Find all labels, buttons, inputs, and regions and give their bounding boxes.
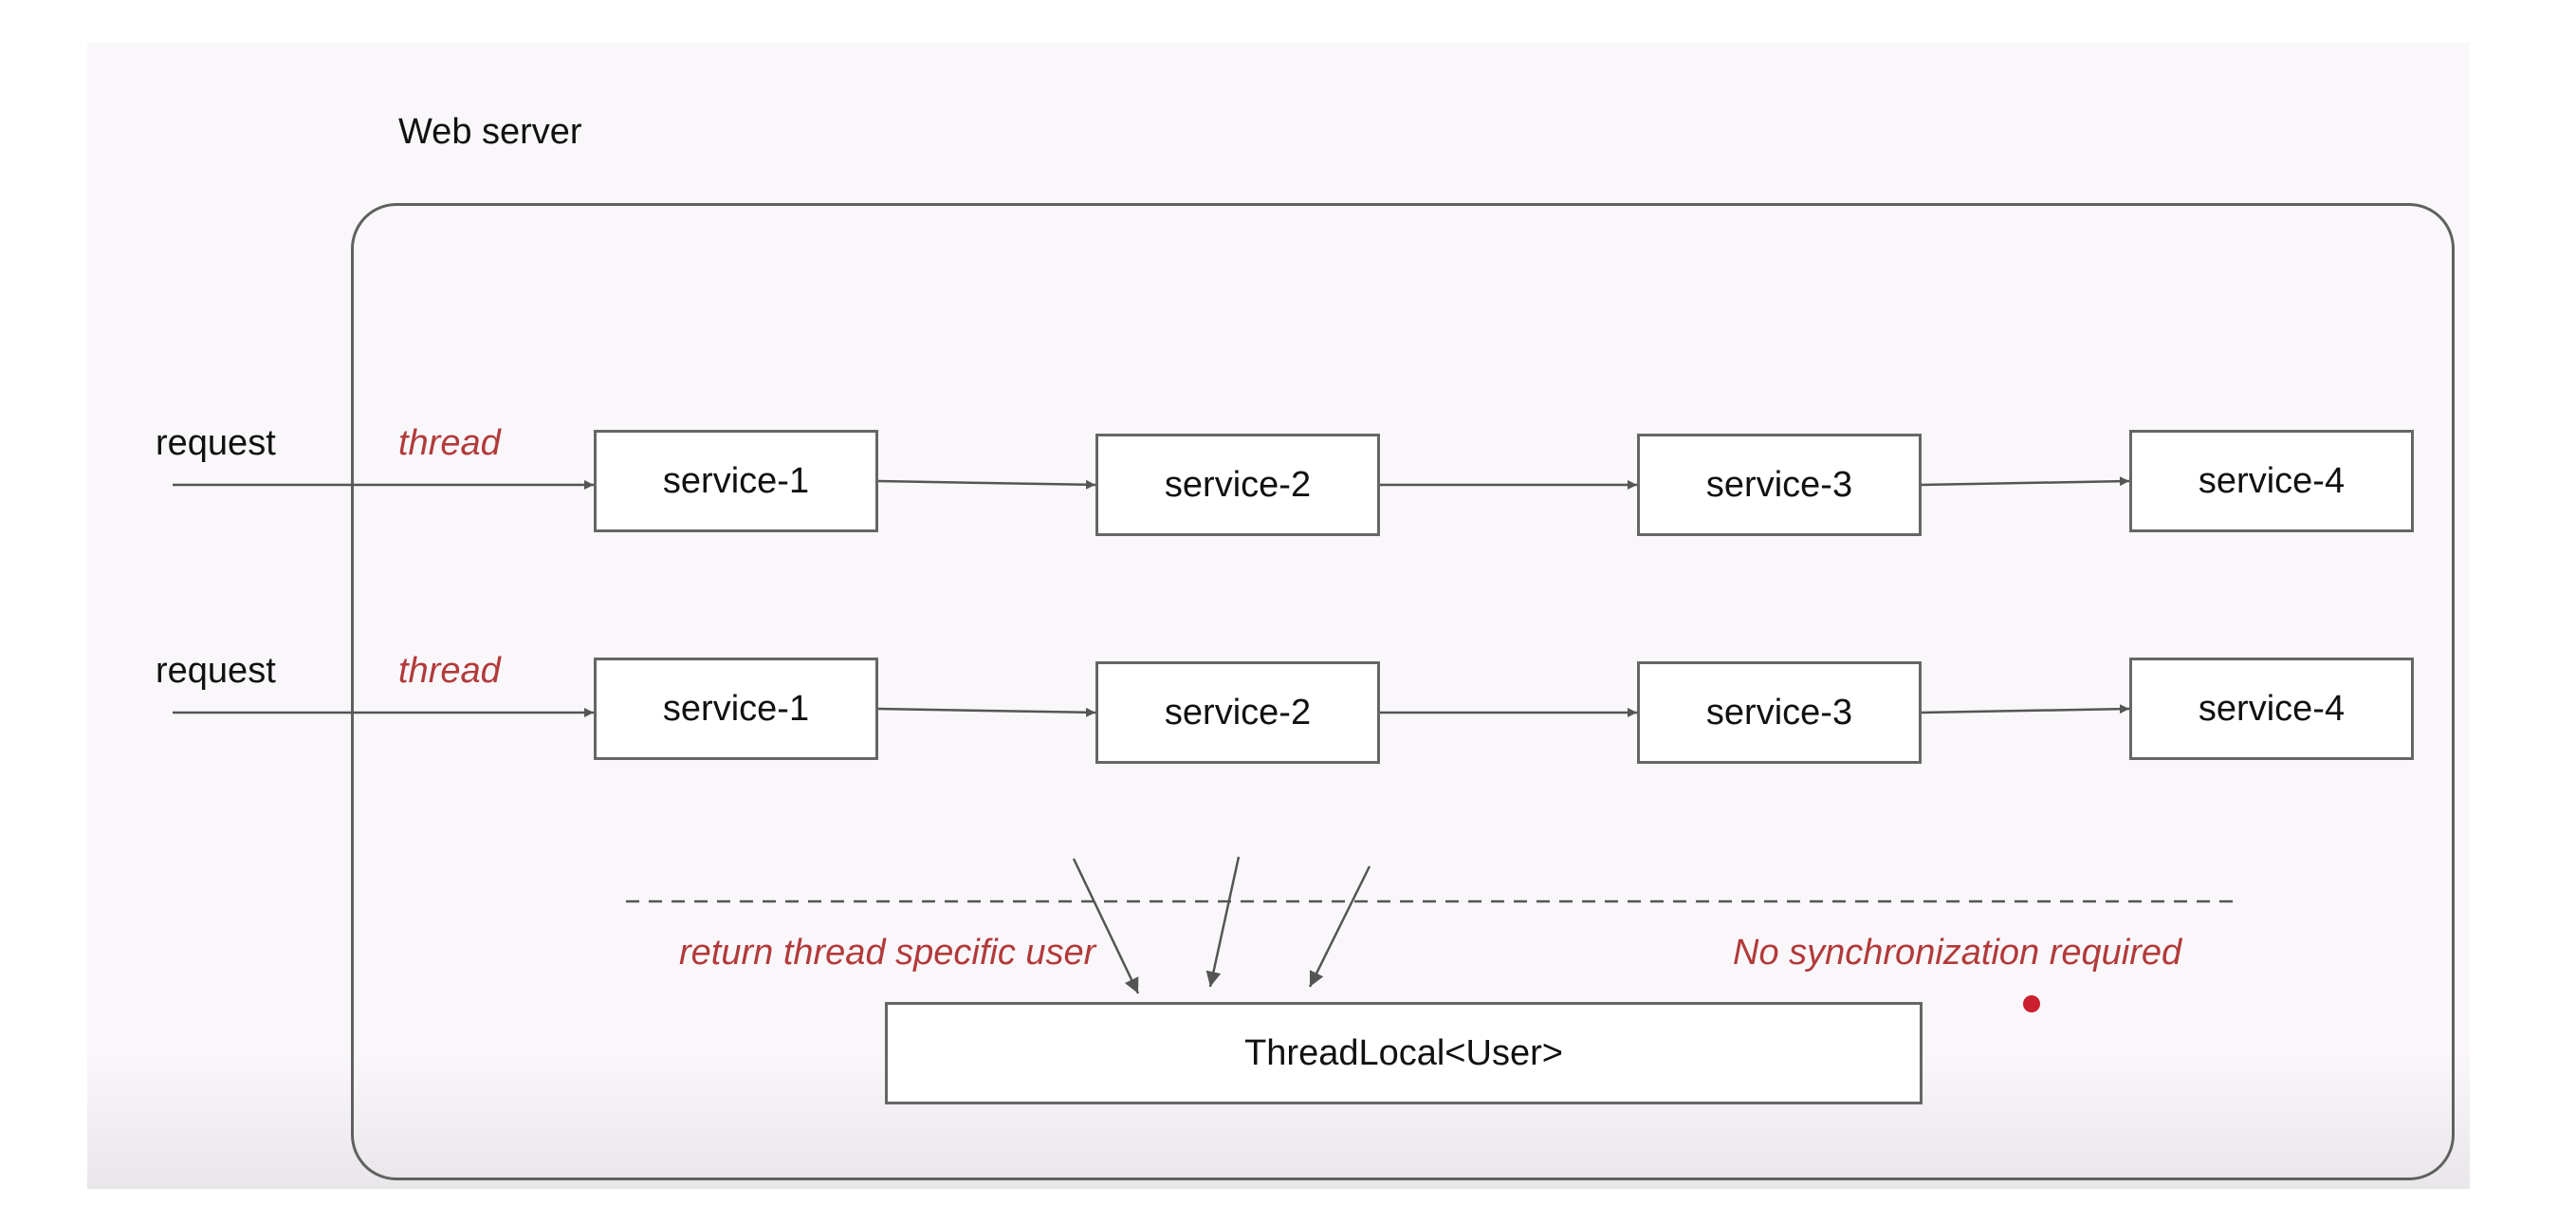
arrow-to-threadlocal-1 (1072, 858, 1140, 994)
service-2-box-row-1: service-2 (1095, 434, 1380, 536)
arrow-service-1-to-service-2-row-1 (877, 479, 1096, 490)
web-server-container (351, 203, 2455, 1180)
pointer-dot (2023, 995, 2040, 1012)
service-2-box-row-2: service-2 (1095, 661, 1380, 764)
annotation-no-synchronization: No synchronization required (1733, 933, 2182, 973)
annotation-return-thread-specific-user: return thread specific user (679, 933, 1096, 973)
thread-label-row-2: thread (398, 651, 501, 691)
request-label-row-1: request (156, 423, 276, 463)
thread-label-row-1: thread (398, 423, 501, 463)
service-3-box-row-2: service-3 (1637, 661, 1922, 764)
service-1-box-row-2: service-1 (594, 658, 878, 760)
diagram-title: Web server (398, 112, 582, 152)
arrow-to-threadlocal-2 (1205, 856, 1241, 988)
service-1-box-row-1: service-1 (594, 430, 878, 532)
arrow-service-1-to-service-2-row-2 (877, 707, 1096, 717)
threadlocal-box: ThreadLocal<User> (885, 1002, 1923, 1104)
service-4-box-row-1: service-4 (2129, 430, 2414, 532)
request-label-row-2: request (156, 651, 276, 691)
slide-background (87, 43, 2470, 1189)
service-3-box-row-1: service-3 (1637, 434, 1922, 536)
arrow-service-3-to-service-4-row-1 (1921, 476, 2130, 487)
arrow-service-3-to-service-4-row-2 (1921, 704, 2130, 714)
arrow-to-threadlocal-3 (1308, 865, 1371, 988)
service-4-box-row-2: service-4 (2129, 658, 2414, 760)
